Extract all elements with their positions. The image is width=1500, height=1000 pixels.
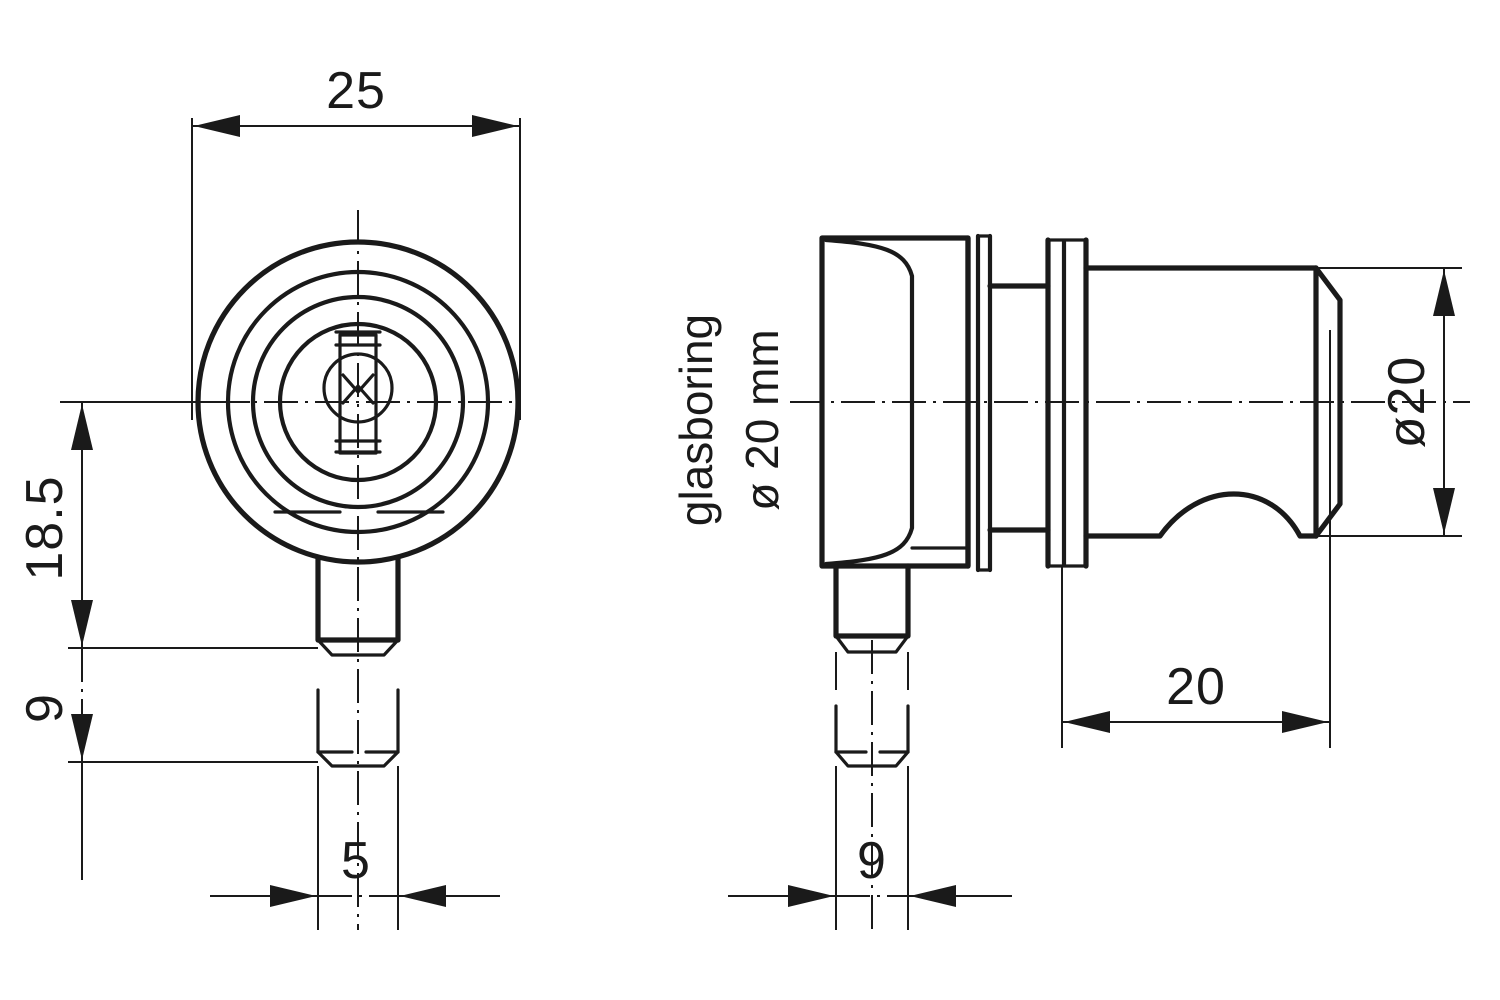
dimension-5: 5 bbox=[210, 832, 500, 907]
dim-9h-arrow-left bbox=[788, 885, 834, 907]
dim-5-arrow-right bbox=[400, 885, 446, 907]
dimension-20: 20 bbox=[1061, 330, 1331, 748]
dim-5-arrow-left bbox=[270, 885, 316, 907]
lock-face-ring-3-circle bbox=[250, 294, 466, 510]
dimension-diameter-20: ø20 bbox=[1316, 267, 1462, 537]
dim-5-label: 5 bbox=[341, 832, 371, 890]
dim-d20-arrow-bottom bbox=[1433, 488, 1455, 534]
front-view: 25 18.5 9 bbox=[16, 62, 521, 930]
keyhole-wafer-lower bbox=[341, 384, 375, 405]
dim-20-arrow-left bbox=[1064, 711, 1110, 733]
front-tongue-lower-chamfer bbox=[316, 750, 400, 768]
note-glasboring-line2: ø 20 mm bbox=[736, 329, 788, 510]
dimension-9-horizontal: 9 bbox=[728, 832, 1012, 907]
dimension-18-5: 18.5 bbox=[16, 401, 318, 649]
side-tongue-upper-body bbox=[833, 563, 911, 639]
dim-d20-arrow-top bbox=[1433, 270, 1455, 316]
dim-d20-label: ø20 bbox=[1378, 356, 1436, 449]
keyhole-bore-circle bbox=[322, 352, 394, 424]
lock-face-ring-4-circle bbox=[277, 321, 439, 483]
handle-inner-profile bbox=[823, 237, 915, 567]
note-glasboring-line1: glasboring bbox=[670, 314, 722, 526]
dim-18-5-label: 18.5 bbox=[16, 475, 74, 580]
dim-9h-label: 9 bbox=[857, 832, 887, 890]
dim-9v-arrow-bottom bbox=[71, 714, 93, 760]
dim-25-arrow-right bbox=[472, 115, 518, 137]
dim-20-arrow-right bbox=[1282, 711, 1328, 733]
dimension-25: 25 bbox=[191, 62, 521, 420]
front-tongue-upper-chamfer bbox=[316, 638, 400, 657]
keyhole-wafer-upper bbox=[341, 373, 375, 394]
cam-bottom-profile bbox=[1083, 491, 1319, 539]
side-view: glasboring ø 20 mm bbox=[670, 233, 1470, 930]
cam-right-chamfer bbox=[1313, 265, 1343, 539]
note-glasboring: glasboring ø 20 mm bbox=[670, 314, 788, 526]
dimension-9-vertical: 9 bbox=[16, 648, 318, 880]
dim-25-arrow-left bbox=[194, 115, 240, 137]
dim-18-5-arrow-bottom bbox=[71, 600, 93, 646]
dim-18-5-arrow-top bbox=[71, 404, 93, 450]
dim-20-label: 20 bbox=[1166, 658, 1226, 716]
front-tongue-upper-body bbox=[315, 554, 401, 643]
dim-9v-label: 9 bbox=[16, 693, 74, 723]
dim-25-label: 25 bbox=[326, 62, 386, 120]
dim-9h-arrow-right bbox=[910, 885, 956, 907]
